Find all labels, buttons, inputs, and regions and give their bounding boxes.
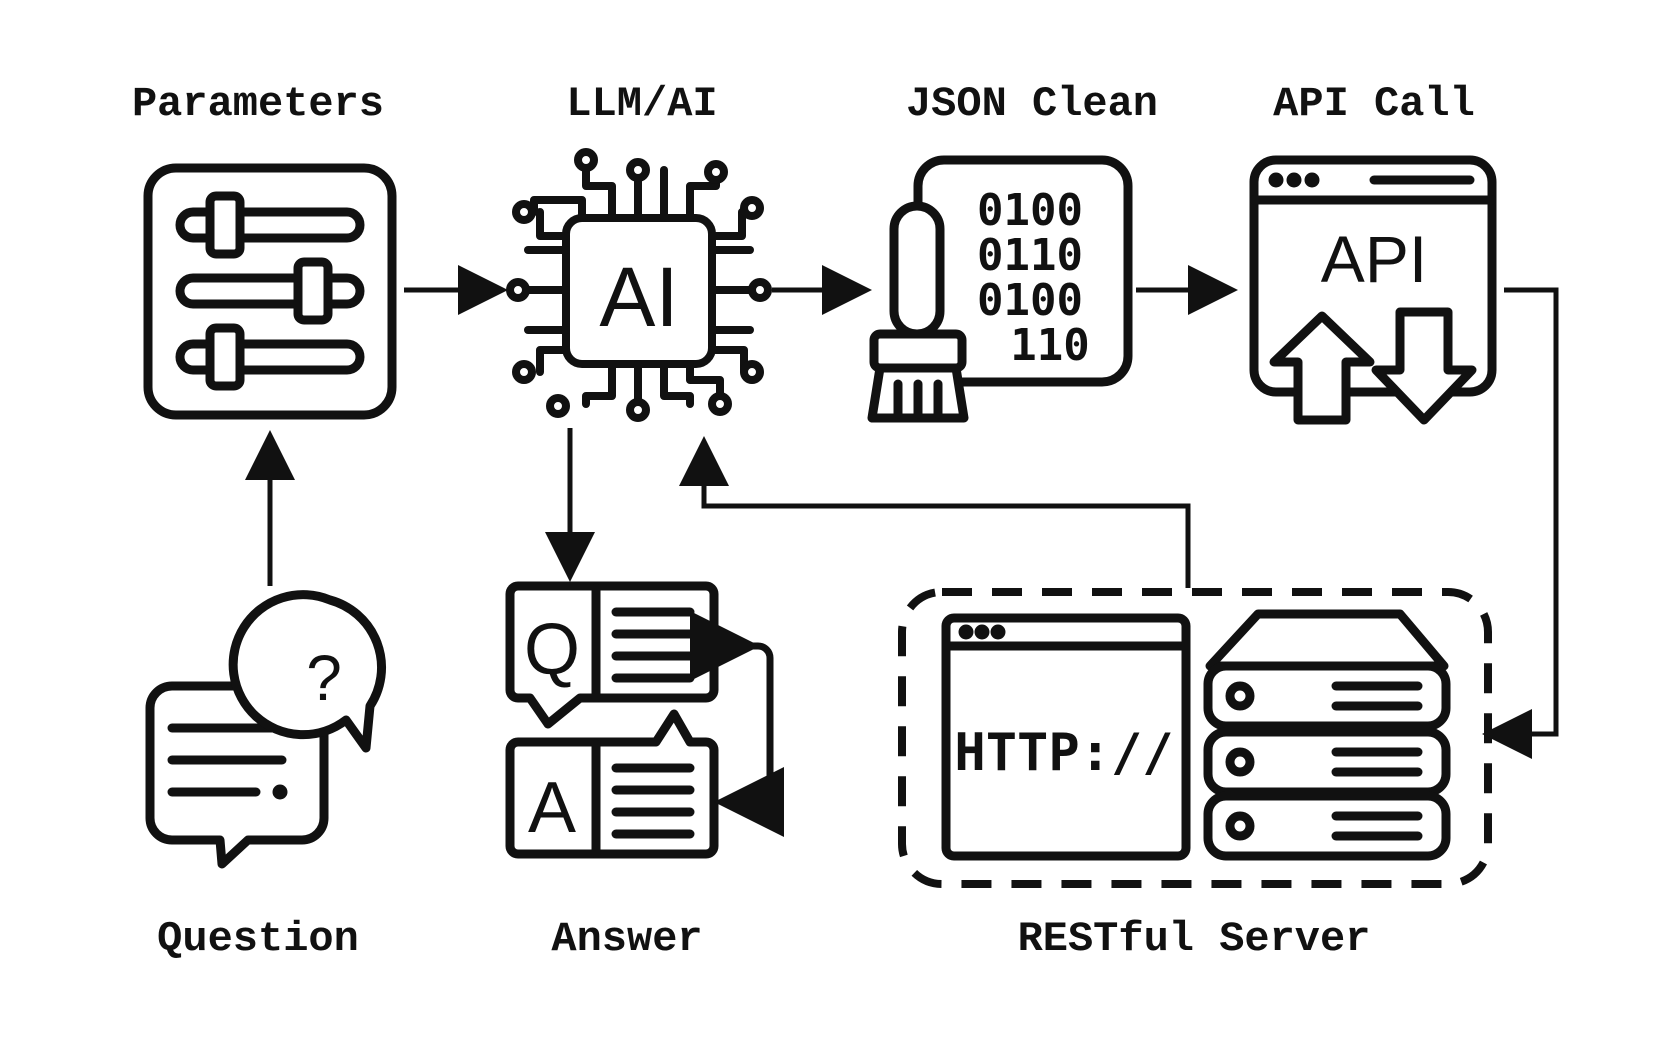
label-restful-server: RESTful Server xyxy=(1018,915,1371,963)
binary-rows: 0100 0110 0100 110 xyxy=(977,185,1090,371)
download-arrow-icon xyxy=(1371,307,1477,425)
binary-row: 110 xyxy=(1010,320,1089,371)
a-letter: A xyxy=(528,768,576,848)
binary-row: 0100 xyxy=(977,275,1083,326)
label-question: Question xyxy=(157,915,359,963)
q-letter: Q xyxy=(524,610,580,690)
label-api-call: API Call xyxy=(1273,80,1475,128)
upload-arrow-icon xyxy=(1269,311,1375,425)
sliders-icon xyxy=(143,163,397,420)
label-json-clean: JSON Clean xyxy=(906,80,1158,128)
arrow-server-to-llm xyxy=(679,436,1191,588)
label-parameters: Parameters xyxy=(132,80,384,128)
binary-row: 0100 xyxy=(977,185,1083,236)
ai-chip-icon xyxy=(506,148,772,422)
label-answer: Answer xyxy=(551,915,702,963)
label-llm-ai: LLM/AI xyxy=(566,80,717,128)
arrow-api-to-server xyxy=(1482,287,1559,759)
binary-row: 0110 xyxy=(977,230,1083,281)
loop-arrow-icon xyxy=(690,611,784,837)
question-mark: ? xyxy=(306,642,342,714)
http-text: HTTP:// xyxy=(954,723,1173,783)
json-clean-icon xyxy=(867,155,1133,423)
qa-cards-icon xyxy=(505,581,719,859)
question-chat-icon xyxy=(145,590,387,869)
browser-window-icon xyxy=(941,613,1191,861)
ai-chip-text: AI xyxy=(599,250,678,344)
api-window-icon xyxy=(1249,155,1497,397)
api-text: API xyxy=(1321,222,1427,296)
server-rack-icon xyxy=(1203,609,1451,861)
